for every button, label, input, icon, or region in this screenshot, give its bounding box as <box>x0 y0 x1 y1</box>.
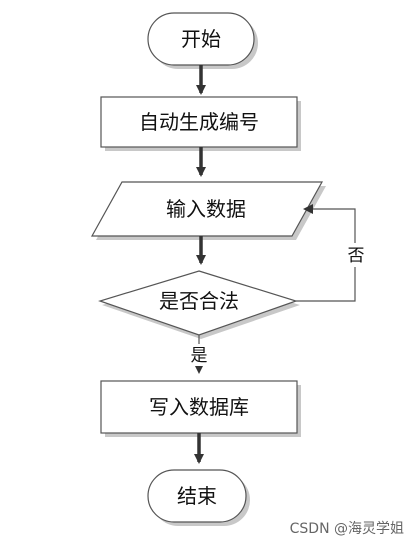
process-auto-id-node: 自动生成编号 <box>100 96 301 151</box>
input-data-node: 输入数据 <box>90 181 326 240</box>
start-node: 开始 <box>147 12 258 69</box>
no-label-bg <box>345 243 367 267</box>
input-label: 输入数据 <box>166 197 246 221</box>
write-db-label: 写入数据库 <box>149 395 249 419</box>
watermark-text: CSDN @海灵学姐 <box>290 521 404 537</box>
no-label: 否 <box>348 246 365 266</box>
yes-label: 是 <box>191 346 208 366</box>
process-write-db-node: 写入数据库 <box>100 380 301 437</box>
auto-id-label: 自动生成编号 <box>139 110 259 134</box>
decision-node: 是否合法 <box>98 270 300 339</box>
end-label: 结束 <box>177 484 217 508</box>
start-label: 开始 <box>181 27 221 51</box>
yes-label-bg <box>188 344 210 366</box>
decision-label: 是否合法 <box>159 289 239 313</box>
end-node: 结束 <box>147 469 250 526</box>
